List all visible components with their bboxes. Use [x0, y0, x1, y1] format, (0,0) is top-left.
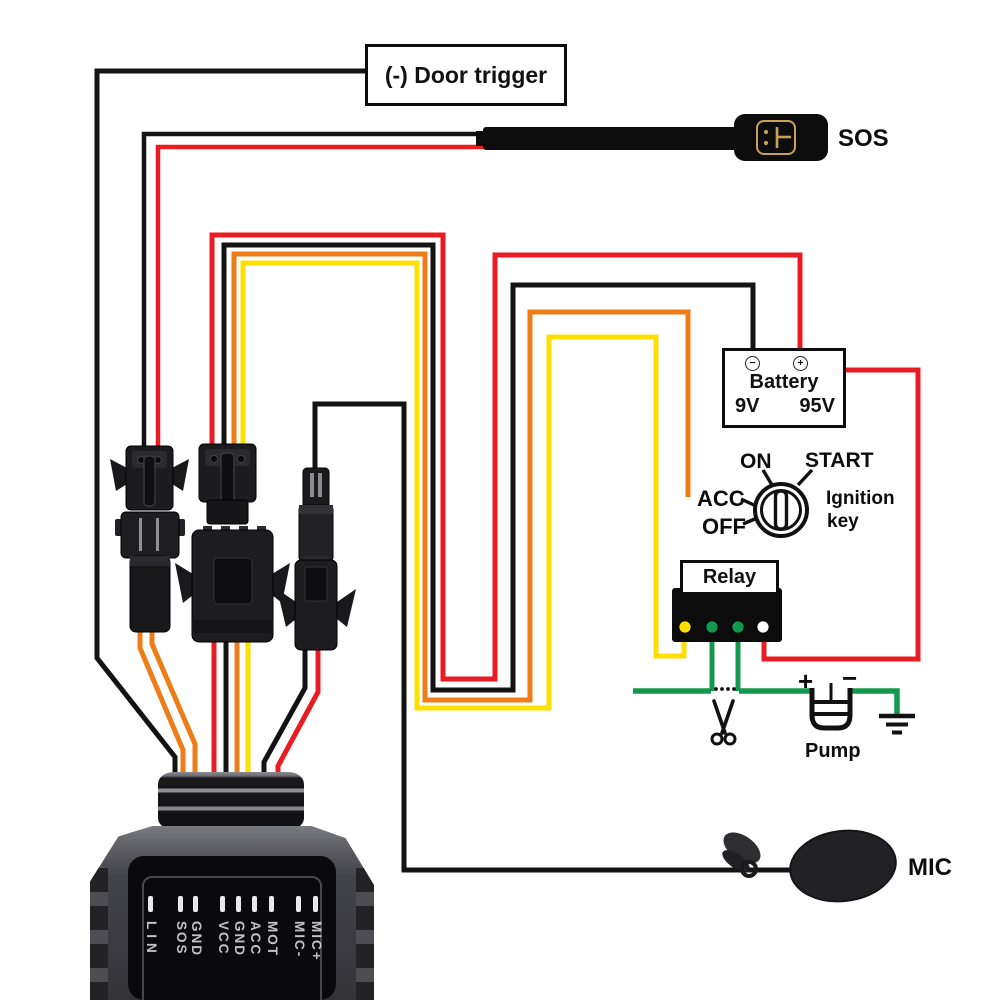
wire-door-trigger-black [94, 68, 366, 790]
connector-mic-male [277, 555, 356, 651]
pin-tick [220, 896, 225, 912]
device-wire-boot [158, 772, 304, 830]
battery-minus-terminal: − [745, 356, 760, 371]
scissors-icon [710, 699, 737, 746]
relay-label-box: Relay [680, 560, 779, 595]
battery-plus-symbol: + [797, 357, 804, 369]
pin-label-acc: ACC [248, 921, 263, 957]
wire-mic-black [312, 401, 795, 873]
connector-sos-male [115, 511, 185, 633]
battery-title: Battery [749, 371, 819, 393]
connector-mic-plug [298, 467, 334, 563]
wire-power-red [209, 232, 803, 682]
pump-symbol [809, 683, 853, 731]
wire-battery-relay-red [761, 367, 921, 662]
wire-acc-orange [231, 251, 691, 703]
pin-label-mot: MOT [265, 921, 280, 957]
battery-plus-terminal: + [793, 356, 808, 371]
device-label-frame [142, 876, 322, 1000]
ignition-key-label-line1: Ignition [826, 488, 895, 509]
cut-dots [714, 687, 736, 691]
wire-ground-black [221, 242, 756, 693]
mic-foam [789, 829, 897, 903]
battery-box: − + Battery 9V 95V [722, 348, 846, 428]
sos-button [734, 114, 828, 161]
pin-tick [148, 896, 153, 912]
pump-label: Pump [805, 740, 861, 762]
relay-body [672, 588, 782, 642]
pin-label-gnd1: GND [189, 921, 204, 957]
ignition-acc-label: ACC [697, 486, 745, 511]
sos-cable [476, 127, 737, 150]
pin-label-lin: LIN [144, 921, 159, 958]
pin-tick [236, 896, 241, 912]
pin-tick [178, 896, 183, 912]
device-side-ribs-right [356, 868, 374, 1000]
ignition-on-label: ON [740, 450, 772, 473]
pin-tick [296, 896, 301, 912]
pump-plus-label: + [798, 666, 814, 696]
ignition-switch [740, 468, 814, 538]
battery-voltage-min: 9V [735, 395, 760, 417]
sos-label: SOS [838, 125, 889, 152]
connector-main-female [198, 443, 257, 525]
relay-label: Relay [702, 566, 757, 588]
mic-clip [722, 832, 761, 878]
pin-tick [313, 896, 318, 912]
device-label-panel [128, 856, 336, 1000]
wire-device-mic-red [275, 645, 321, 790]
pump-minus-label: − [842, 663, 858, 693]
pin-label-vcc: VCC [216, 921, 231, 956]
door-trigger-label: (-) Door trigger [384, 61, 548, 88]
pin-label-sos: SOS [174, 921, 189, 956]
pin-label-gnd2: GND [232, 921, 247, 957]
mic-label: MIC [908, 854, 952, 881]
ignition-off-label: OFF [702, 514, 746, 539]
wire-sos-black [141, 131, 495, 452]
door-trigger-box: (-) Door trigger [365, 44, 567, 106]
pin-label-mic-minus: MIC- [292, 921, 307, 959]
pin-label-mic-plus: MIC+ [309, 921, 324, 962]
tracker-device [90, 826, 374, 1000]
wire-relay-yellow [240, 260, 687, 711]
pin-tick [269, 896, 274, 912]
ignition-key-label-line2: key [827, 511, 859, 532]
connector-main-male [175, 526, 290, 643]
ignition-start-label: START [805, 449, 874, 472]
device-side-ribs-left [90, 868, 108, 1000]
wire-pump-green-right [850, 688, 900, 714]
battery-minus-symbol: − [749, 357, 756, 369]
pin-tick [252, 896, 257, 912]
ground-icon [879, 713, 915, 735]
connector-sos-female [110, 445, 189, 511]
wire-device-mic-black [261, 645, 308, 790]
pin-tick [193, 896, 198, 912]
wire-sos-red [155, 144, 495, 452]
battery-voltage-max: 95V [799, 395, 835, 417]
